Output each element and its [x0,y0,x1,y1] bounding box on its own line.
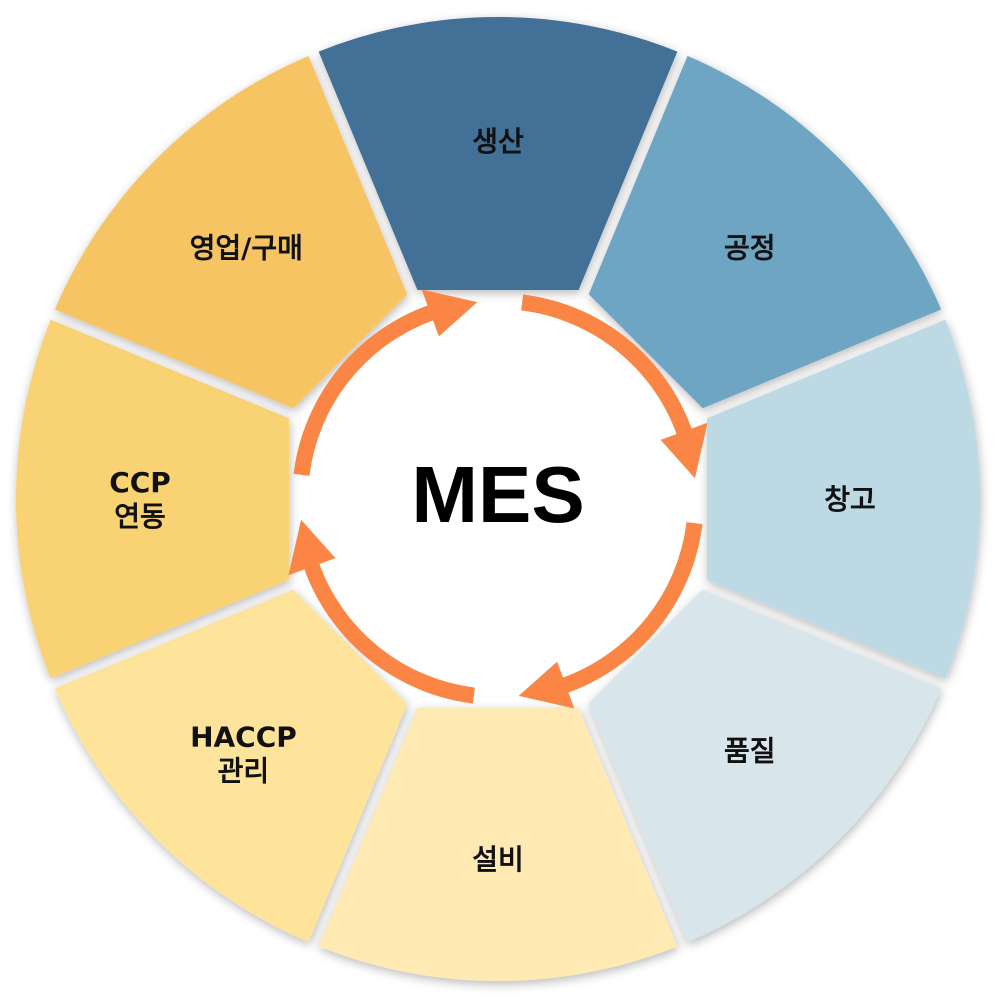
segment-label-facility: 설비 [472,843,524,876]
segment-label-line: 품질 [724,735,776,768]
cycle-arrow-arc [293,304,437,476]
segment-label-line: 영업/구매 [190,231,303,264]
cycle-arrow-head [660,422,708,479]
segment-sales-purchase [54,55,408,409]
segment-label-line: 창고 [824,483,876,516]
cycle-arrow-arc [303,560,475,704]
cycle-arrow-arc [559,522,703,694]
center-label: MES [411,450,584,539]
segment-label-line: 생산 [472,125,524,158]
segment-label-process: 공정 [724,231,776,264]
segment-warehouse [706,319,981,679]
segment-ccp [15,319,290,679]
segment-haccp [54,589,408,943]
segment-facility [318,707,678,982]
cycle-arrow-head [518,661,575,709]
cycle-arrow-arc [521,294,693,438]
segment-label-line: CCP [109,466,171,499]
segment-label-line: 공정 [724,231,776,264]
segment-label-line: HACCP [190,721,297,754]
segment-ring [15,17,981,982]
segment-process [588,55,942,409]
cycle-arrow-head [288,519,336,576]
cycle-arrow-head [421,289,478,337]
segment-label-quality: 품질 [724,735,776,768]
segment-label-line: 관리 [218,755,270,788]
segment-quality [588,589,942,943]
segment-label-production: 생산 [472,125,524,158]
segment-label-warehouse: 창고 [824,483,876,516]
cycle-arrows [288,289,708,709]
segment-label-line: 설비 [472,843,524,876]
segment-label-sales-purchase: 영업/구매 [190,231,303,264]
segment-label-line: 연동 [114,500,166,533]
segment-production [318,17,678,291]
